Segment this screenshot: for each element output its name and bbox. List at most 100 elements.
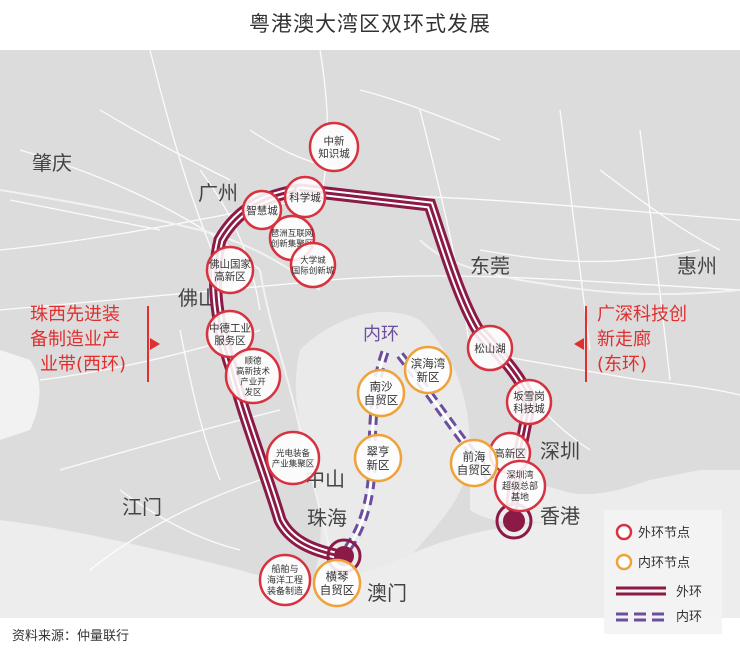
outer-node-circle — [205, 309, 255, 359]
legend-outer-ring-label: 外环 — [676, 585, 702, 600]
outer-node-label: 高新区 — [214, 270, 246, 283]
outer-node-label: 国际创新城 — [292, 265, 335, 276]
outer-node-label: 船舶与 — [271, 563, 298, 575]
outer-node-label: 中新 — [324, 135, 345, 148]
outer-node-label: 高新区 — [494, 447, 526, 460]
outer-node-circle — [205, 245, 255, 295]
callout-west-line-3: 业带(西环) — [40, 354, 126, 375]
legend-inner-node-label: 内环节点 — [638, 555, 690, 571]
callout-west-line-1: 珠西先进装 — [30, 304, 120, 325]
inner-node-label: 滨海湾 — [411, 356, 446, 370]
city-macau: 澳门 — [367, 581, 407, 605]
callout-east-arrow — [574, 338, 584, 350]
city-hongkong: 香港 — [540, 504, 580, 528]
legend-inner-ring-label: 内环 — [676, 609, 702, 625]
inner-node-circle — [356, 368, 406, 418]
outer-node-circle — [265, 430, 321, 486]
outer-node-label: 创新集聚区 — [271, 238, 314, 249]
callout-east-line-2: 新走廊 — [597, 329, 651, 350]
outer-node-circle — [258, 553, 312, 607]
inner-node-label: 自贸区 — [320, 583, 355, 597]
outer-node-kexuecheng: 科学城 — [283, 175, 327, 219]
city-jiangmen: 江门 — [122, 495, 162, 519]
inner-node-label: 翠亨 — [367, 444, 390, 458]
city-guangzhou: 广州 — [198, 181, 238, 205]
callout-west-arrow — [150, 338, 160, 350]
city-shenzhen: 深圳 — [540, 439, 580, 463]
outer-nodes: 中新知识城科学城智慧城琶洲互联网创新集聚区大学城国际创新城佛山国家高新区中德工业… — [205, 121, 553, 607]
city-huizhou: 惠州 — [677, 254, 717, 278]
outer-node-label: 产业集聚区 — [272, 458, 315, 469]
outer-node-circle — [505, 378, 553, 426]
callout-east: 广深科技创 新走廊 (东环) — [574, 304, 687, 382]
city-zhaoqing: 肇庆 — [32, 151, 72, 175]
callout-west: 珠西先进装 备制造业产 业带(西环) — [30, 304, 160, 382]
outer-node-label: 深圳湾 — [506, 469, 533, 481]
legend: 外环节点 内环节点 外环 内环 — [604, 510, 722, 634]
outer-node-label: 坂雪岗 — [513, 391, 545, 403]
outer-node-label: 科学城 — [289, 191, 321, 204]
inner-node-circle — [312, 558, 362, 608]
inner-node-label: 前海 — [463, 449, 486, 463]
outer-node-label: 知识城 — [318, 147, 350, 160]
outer-node-label: 基地 — [511, 491, 529, 503]
outer-node-label: 光电装备 — [276, 448, 311, 459]
outer-node-label: 大学城 — [300, 255, 326, 266]
outer-node-label: 顺德 — [244, 355, 262, 366]
outer-node-circle — [308, 121, 360, 173]
outer-node-circle — [289, 241, 337, 289]
callout-east-line-1: 广深科技创 — [597, 304, 687, 325]
outer-node-label: 服务区 — [214, 334, 246, 347]
outer-node-label: 中德工业 — [209, 322, 251, 335]
inner-node-label: 横琴 — [326, 569, 349, 583]
outer-node-label: 产业开 — [240, 376, 266, 387]
callout-west-line-2: 备制造业产 — [30, 329, 120, 350]
outer-node-label: 超级总部 — [502, 480, 538, 492]
legend-outer-ring-icon — [616, 586, 666, 596]
outer-node-zhihuicheng: 智慧城 — [241, 189, 283, 231]
inner-node-label: 自贸区 — [457, 463, 492, 477]
inner-node-label: 新区 — [417, 370, 440, 384]
outer-node-circle — [466, 324, 514, 372]
legend-outer-node-icon — [615, 523, 633, 541]
outer-node-circle — [241, 189, 283, 231]
inner-node-circle — [403, 345, 453, 395]
outer-node-label: 松山湖 — [474, 342, 506, 355]
south-sea — [0, 510, 740, 618]
inner-node-label: 新区 — [367, 458, 390, 472]
outer-node-songshanhu: 松山湖 — [466, 324, 514, 372]
city-dongguan: 东莞 — [470, 254, 510, 278]
outer-node-label: 智慧城 — [246, 204, 278, 217]
outer-node-label: 发区 — [244, 387, 262, 398]
inner-node-circle — [449, 438, 499, 488]
outer-node-circle — [224, 347, 282, 405]
inner-node-label: 自贸区 — [364, 393, 399, 407]
legend-outer-node-label: 外环节点 — [638, 526, 690, 541]
outer-node-circle — [493, 459, 547, 513]
inner-node-label: 南沙 — [370, 379, 393, 393]
page-title: 粤港澳大湾区双环式发展 — [249, 12, 491, 36]
city-zhuhai: 珠海 — [307, 506, 347, 530]
legend-inner-ring-icon — [616, 612, 666, 622]
outer-node-label: 科技城 — [513, 402, 545, 415]
west-coast-water — [0, 350, 40, 440]
callout-east-line-3: (东环) — [597, 354, 647, 375]
outer-node-label: 佛山国家 — [209, 258, 251, 271]
inner-node-circle — [353, 433, 403, 483]
outer-node-label: 高新技术 — [236, 366, 271, 377]
legend-inner-node-icon — [615, 553, 633, 571]
outer-node-label: 海洋工程 — [267, 574, 303, 586]
